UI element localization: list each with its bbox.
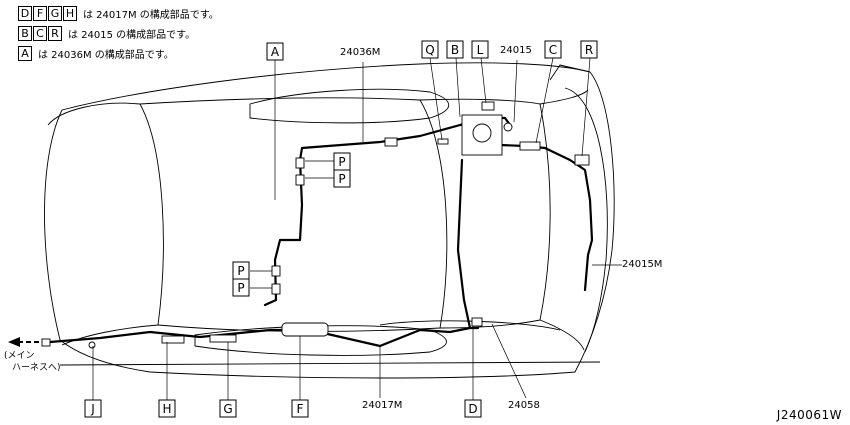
callout-letter-j: J (90, 402, 95, 416)
callout-letter-r: R (585, 43, 593, 57)
main-harness-arrow (8, 337, 42, 347)
ground-l (503, 122, 513, 132)
callout-letters: A Q B L C R J H G F D P P P P (90, 43, 593, 416)
rear-door-line (379, 320, 561, 331)
callout-letter-p1: P (338, 155, 345, 169)
callout-box-p2 (333, 169, 351, 188)
legend-box: A (18, 45, 32, 61)
harness-24015m (543, 146, 594, 292)
leader-24058 (491, 323, 527, 399)
part-label-24015m: 24015M (622, 259, 663, 270)
rear-glass (419, 98, 551, 329)
legend-row-24015: B C R は 24015 の構成部品です。 (18, 25, 195, 41)
rear-end (564, 87, 608, 353)
harness-24036m (298, 116, 512, 162)
car-body-outline (44, 62, 615, 379)
connector-p3 (271, 265, 281, 277)
legend-box: H (63, 5, 77, 21)
harness-lines (48, 116, 594, 348)
connector-p4 (271, 283, 281, 295)
p-callout-boxes (232, 152, 351, 297)
rocker-line (59, 361, 601, 366)
callout-box-q (421, 40, 439, 59)
callout-box-f (291, 399, 309, 418)
legend-box: D (18, 5, 32, 21)
leader-lines (92, 57, 622, 400)
windshield (47, 102, 164, 346)
callout-letter-p2: P (338, 172, 345, 186)
top-callout-boxes (266, 40, 598, 61)
harness-branch-a (263, 158, 304, 307)
part-label-24017m: 24017M (362, 400, 403, 411)
callout-letter-l: L (477, 43, 484, 57)
relay-circle (472, 123, 492, 143)
callout-letter-a: A (271, 45, 280, 59)
bottom-callout-boxes (84, 399, 482, 418)
callout-box-d (464, 399, 482, 418)
legend-text: は 24036M の構成部品です。 (38, 49, 174, 61)
legend-box: C (33, 25, 47, 41)
part-label-24015: 24015 (500, 45, 532, 56)
leader-24015 (513, 59, 518, 123)
connector-d (471, 317, 483, 327)
connector-j-end (41, 338, 51, 347)
legend-row-24036m: A は 24036M の構成部品です。 (18, 45, 174, 61)
legend-row-24017m: D F G H は 24017M の構成部品です。 (18, 5, 219, 21)
roof-panel (139, 97, 448, 332)
leader-r (581, 57, 591, 157)
main-harness-note-line2: ハーネスへ) (12, 363, 61, 373)
connector-h (161, 335, 185, 344)
callout-box-a (266, 42, 284, 61)
callout-box-g (219, 399, 237, 418)
callout-box-b (446, 40, 464, 59)
connector-blocks (41, 101, 590, 349)
callout-box-r (580, 40, 598, 59)
upper-side-window (249, 88, 450, 124)
leader-c (535, 57, 554, 144)
callout-letter-f: F (297, 402, 304, 416)
ground-j (88, 341, 96, 349)
legend-box: R (48, 25, 62, 41)
leader-l (480, 57, 487, 104)
main-harness-note-line1: (メイン (4, 351, 35, 361)
callout-letter-p4: P (237, 281, 244, 295)
part-label-24058: 24058 (508, 400, 540, 411)
callout-letter-h: H (162, 402, 171, 416)
legend-box: G (48, 5, 62, 21)
connector-g (209, 334, 237, 343)
drawing-code: J240061W (776, 408, 842, 422)
trunk-line (539, 89, 589, 351)
leader-b (455, 57, 461, 118)
callout-letter-c: C (549, 43, 557, 57)
connector-r (574, 154, 590, 166)
callout-letter-b: B (451, 43, 459, 57)
connector-c (519, 141, 541, 151)
callout-box-j (84, 399, 102, 418)
connector-p2 (295, 174, 305, 186)
rear-pillar (549, 64, 591, 81)
callout-letter-p3: P (237, 264, 244, 278)
legend-box: B (18, 25, 32, 41)
connector-l (481, 101, 495, 111)
callout-box-h (158, 399, 176, 418)
legend-text: は 24015 の構成部品です。 (68, 29, 196, 41)
connector-top (384, 137, 398, 147)
connector-q (437, 138, 449, 145)
leader-q (429, 57, 443, 141)
callout-box-p4 (232, 278, 250, 297)
callout-box-c (544, 40, 562, 59)
callout-letter-d: D (468, 402, 477, 416)
body-outline (44, 62, 615, 379)
harness-center (456, 158, 480, 330)
callout-letter-g: G (223, 402, 232, 416)
connector-block-f (281, 322, 329, 337)
legend-text: は 24017M の構成部品です。 (83, 9, 219, 21)
connector-p1 (295, 157, 305, 169)
callout-letter-q: Q (425, 43, 434, 57)
callout-box-l (471, 40, 489, 59)
part-label-24036m: 24036M (340, 47, 381, 58)
legend-box: F (33, 5, 47, 21)
